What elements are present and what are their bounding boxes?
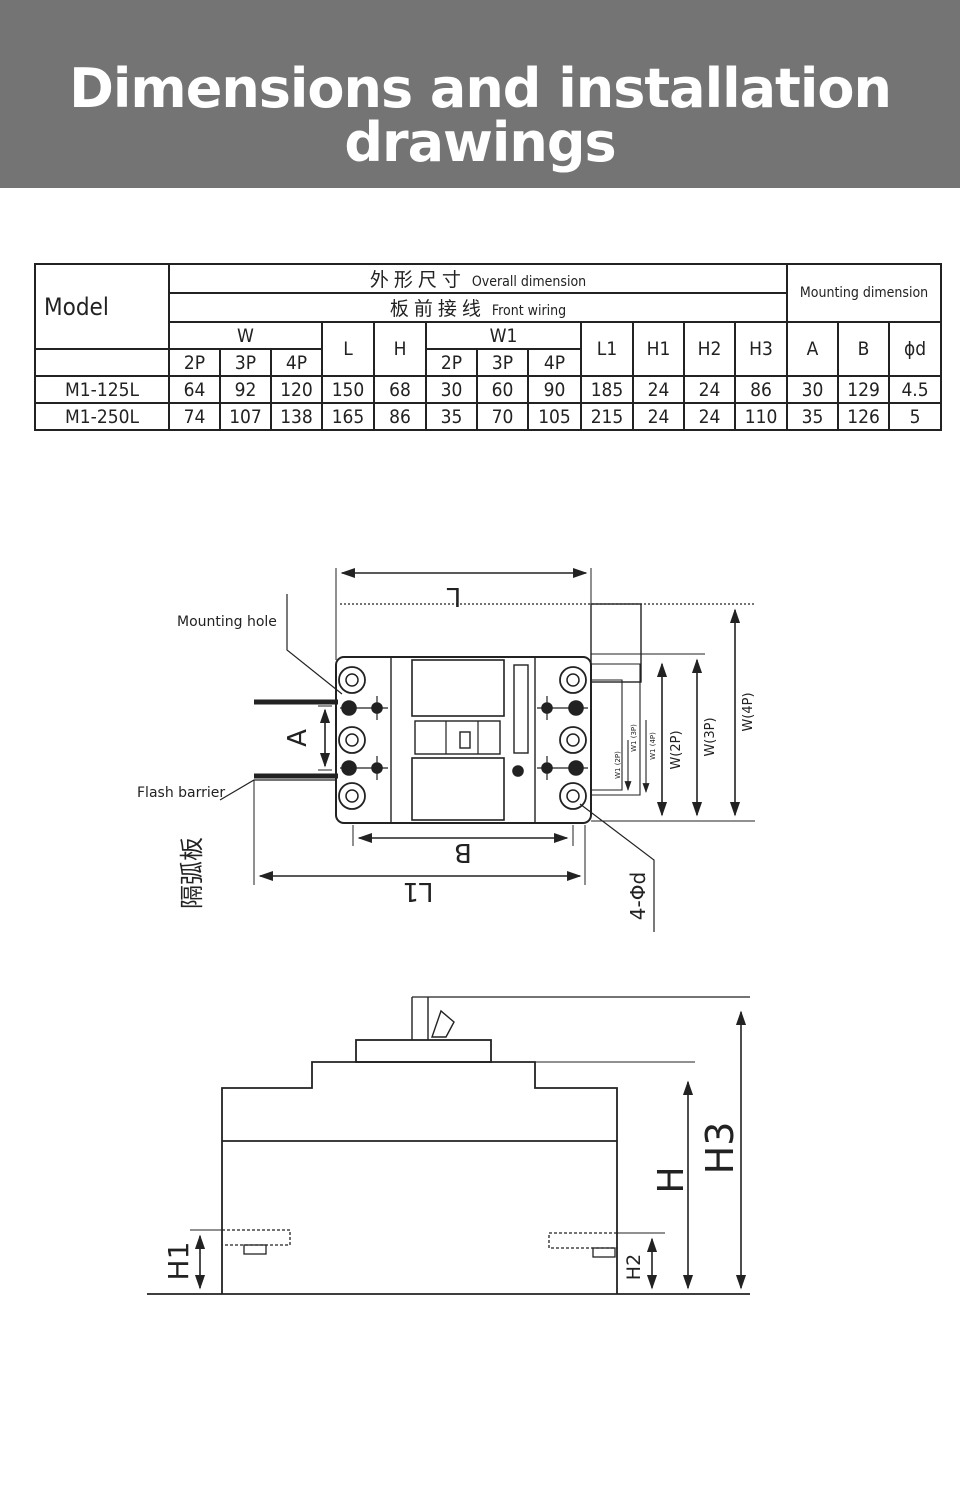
w-3p-label: W(3P) [703, 717, 718, 756]
w-group-header: W [168, 321, 323, 350]
param-h1: H1 [632, 321, 685, 377]
right-terminals [537, 666, 588, 810]
w1-pole-4p: 4P [527, 348, 582, 377]
top-view [219, 567, 755, 932]
value-cell: 165 [321, 402, 375, 431]
w1-3p-label: W1 (3P) [630, 724, 638, 752]
param-h: H [373, 321, 427, 377]
mounting-hole-leader [286, 594, 343, 695]
value-cell: 35 [425, 402, 478, 431]
dim-b-label: B [454, 837, 472, 867]
value-cell: 35 [786, 402, 840, 431]
overall-dimension-cn: 外形尺寸 [369, 269, 466, 291]
param-phid: ϕd [888, 321, 943, 377]
w1-2p-label: W1 (2P) [614, 751, 622, 779]
mounting-dimension-header: Mounting dimension [786, 263, 943, 323]
param-l: L [321, 321, 375, 377]
w-pole-4p: 4P [270, 348, 323, 377]
table-row: M1-125L 64 92 120 150 68 30 60 90 185 24… [34, 375, 943, 404]
overall-dimension-en: Overall dimension [471, 274, 587, 290]
breaker-body-side [221, 1061, 618, 1294]
model-cell: M1-250L [34, 402, 170, 431]
value-cell: 70 [476, 402, 529, 431]
value-cell: 24 [683, 375, 736, 404]
mounting-hole-label: Mounting hole [177, 614, 277, 630]
page-title: Dimensions and installation drawings [69, 57, 892, 174]
flash-barrier-label: Flash barrier [137, 785, 225, 801]
overall-dimension-header: 外形尺寸 Overall dimension [167, 263, 789, 294]
w-2p-label: W(2P) [669, 730, 684, 769]
value-cell: 185 [580, 375, 634, 404]
w-4p-label: W(4P) [741, 692, 756, 731]
value-cell: 68 [373, 375, 427, 404]
flash-barrier-cn-label: 隔弧板 [178, 837, 206, 909]
value-cell: 5 [888, 402, 943, 431]
value-cell: 24 [632, 375, 685, 404]
front-wiring-en: Front wiring [491, 303, 567, 319]
value-cell: 215 [580, 402, 634, 431]
dim-l1-label: L1 [402, 876, 433, 906]
value-cell: 107 [219, 402, 272, 431]
param-h2: H2 [683, 321, 736, 377]
value-cell: 110 [733, 402, 789, 431]
title-banner: Dimensions and installation drawings [0, 0, 960, 188]
dim-h3-label: H3 [698, 1122, 742, 1175]
value-cell: 30 [425, 375, 478, 404]
empty-cell [34, 348, 170, 377]
param-b: B [837, 321, 891, 377]
value-cell: 129 [837, 375, 891, 404]
value-cell: 90 [527, 375, 582, 404]
model-header: Model [34, 263, 170, 350]
side-view [147, 996, 750, 1295]
value-cell: 64 [168, 375, 221, 404]
dimension-table: Model 外形尺寸 Overall dimension Mounting dim… [34, 263, 943, 431]
dim-l-label: L [446, 581, 461, 611]
value-cell: 30 [786, 375, 840, 404]
breaker-body-top [335, 656, 592, 824]
dim-h-label: H [651, 1166, 692, 1193]
dim-a-label: A [283, 729, 313, 747]
dim-h2-label: H2 [623, 1254, 645, 1280]
table-row: M1-250L 74 107 138 165 86 35 70 105 215 … [34, 402, 943, 431]
w1-group-header: W1 [425, 321, 582, 350]
value-cell: 150 [321, 375, 375, 404]
value-cell: 24 [632, 402, 685, 431]
w1-pole-3p: 3P [476, 348, 529, 377]
model-cell: M1-125L [34, 375, 170, 404]
value-cell: 4.5 [888, 375, 943, 404]
w-pole-3p: 3P [219, 348, 272, 377]
hole-callout-leader [579, 803, 655, 932]
value-cell: 74 [168, 402, 221, 431]
value-cell: 92 [219, 375, 272, 404]
flash-barrier-leader [219, 779, 336, 801]
breaker-handle [431, 1009, 455, 1038]
value-cell: 120 [270, 375, 323, 404]
dim-h1-label: H1 [162, 1242, 195, 1281]
front-wiring-cn: 板前接线 [389, 298, 486, 320]
value-cell: 126 [837, 402, 891, 431]
param-l1: L1 [580, 321, 634, 377]
value-cell: 60 [476, 375, 529, 404]
hole-count-label: 4-Φd [626, 872, 650, 920]
value-cell: 105 [527, 402, 582, 431]
param-h3: H3 [733, 321, 789, 377]
param-a: A [786, 321, 840, 377]
value-cell: 138 [270, 402, 323, 431]
value-cell: 86 [733, 375, 789, 404]
w1-4p-label: W1 (4P) [649, 732, 657, 760]
value-cell: 86 [373, 402, 427, 431]
w-pole-2p: 2P [168, 348, 221, 377]
value-cell: 24 [683, 402, 736, 431]
front-wiring-header: 板前接线 Front wiring [167, 292, 789, 323]
w1-pole-2p: 2P [425, 348, 478, 377]
left-terminals [338, 666, 388, 810]
